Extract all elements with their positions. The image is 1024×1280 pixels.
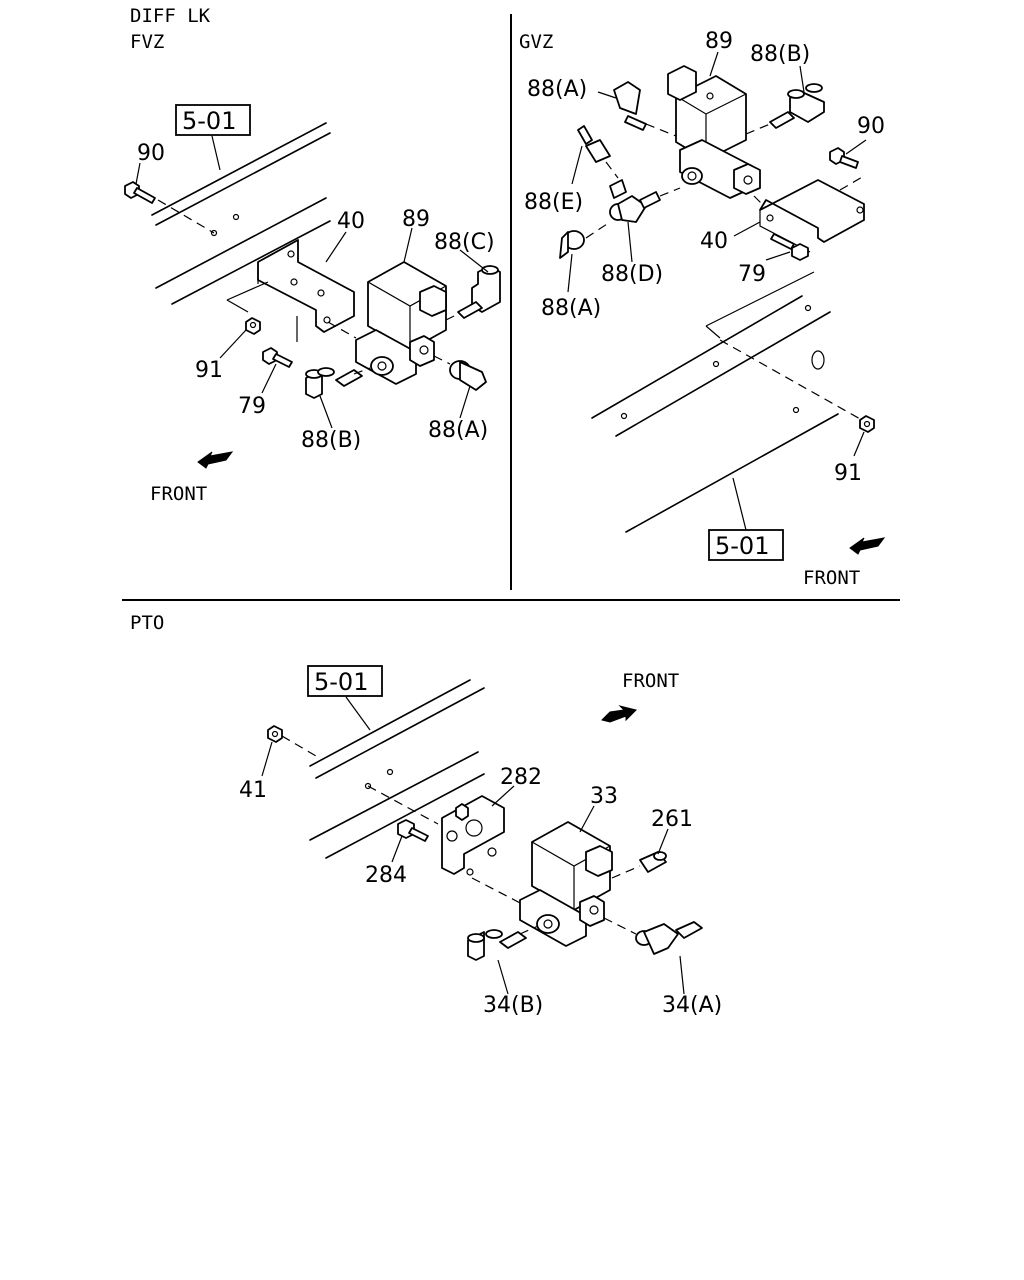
callout-261-pto: 261 xyxy=(651,807,693,832)
fitting-34b-pto xyxy=(467,929,527,961)
front-label-gvz: FRONT xyxy=(803,567,860,589)
svg-text:5-01: 5-01 xyxy=(715,532,769,560)
callout-89-gvz: 89 xyxy=(705,29,733,54)
nut-41-pto xyxy=(267,725,283,743)
callout-88b-fvz: 88(B) xyxy=(301,428,361,453)
callout-34b-pto: 34(B) xyxy=(483,993,543,1018)
callout-88a-fvz: 88(A) xyxy=(428,418,488,443)
svg-text:5-01: 5-01 xyxy=(182,107,236,135)
callout-88b-gvz: 88(B) xyxy=(750,42,810,67)
callout-79-fvz: 79 xyxy=(238,394,266,419)
fitting-34a-pto xyxy=(635,921,703,955)
nut-91-fvz xyxy=(245,317,261,335)
callout-88c-fvz: 88(C) xyxy=(434,230,495,255)
bolt-79-fvz xyxy=(262,347,293,368)
fitting-88d-gvz xyxy=(609,179,661,223)
ref-box-gvz[interactable]: 5-01 xyxy=(708,529,784,561)
frame-rail-gvz xyxy=(591,271,839,533)
callout-284-pto: 284 xyxy=(365,863,407,888)
fitting-88b-gvz xyxy=(769,83,825,129)
frame-rail-pto xyxy=(309,679,485,859)
panel-gvz: 5-01 xyxy=(524,29,886,589)
fitting-261-pto xyxy=(639,851,667,873)
fvz-variant-label: FVZ xyxy=(130,31,164,53)
front-arrow-fvz xyxy=(197,451,234,469)
bolt-90-gvz xyxy=(829,147,859,169)
bolt-79-gvz xyxy=(770,233,809,261)
fitting-88c-fvz xyxy=(457,265,501,319)
callout-41-pto: 41 xyxy=(239,778,267,803)
gvz-variant-label: GVZ xyxy=(519,31,553,53)
callout-88e-gvz: 88(E) xyxy=(524,190,583,215)
bolt-284-pto xyxy=(397,819,429,842)
panel-fvz: 5-01 xyxy=(124,104,501,505)
solenoid-valve-89-fvz xyxy=(355,261,447,385)
diff-lk-title: DIFF LK xyxy=(130,5,211,27)
solenoid-valve-89-gvz xyxy=(667,65,761,199)
solenoid-valve-33-pto xyxy=(519,821,613,947)
callout-89-fvz: 89 xyxy=(402,207,430,232)
callout-40-gvz: 40 xyxy=(700,229,728,254)
callout-33-pto: 33 xyxy=(590,784,618,809)
bolt-90-fvz xyxy=(124,181,156,204)
callout-91-fvz: 91 xyxy=(195,358,223,383)
callout-88d-gvz: 88(D) xyxy=(601,262,663,287)
callout-282-pto: 282 xyxy=(500,765,542,790)
callout-79-gvz: 79 xyxy=(738,262,766,287)
frame-rail-fvz xyxy=(151,122,331,305)
front-label-fvz: FRONT xyxy=(150,483,207,505)
callout-90-gvz: 90 xyxy=(857,114,885,139)
callout-40-fvz: 40 xyxy=(337,209,365,234)
nut-91-gvz xyxy=(859,415,875,433)
callout-88a-gvz-bottom: 88(A) xyxy=(541,296,601,321)
callout-91-gvz: 91 xyxy=(834,461,862,486)
fitting-88a-fvz xyxy=(449,360,487,391)
fitting-88e-gvz xyxy=(577,125,611,163)
fitting-88b-fvz xyxy=(305,367,363,399)
front-arrow-pto xyxy=(601,705,637,723)
bracket-40-fvz xyxy=(257,239,355,333)
svg-text:5-01: 5-01 xyxy=(314,668,368,696)
ref-box-fvz[interactable]: 5-01 xyxy=(175,104,251,136)
callout-88a-gvz-top: 88(A) xyxy=(527,77,587,102)
front-label-pto: FRONT xyxy=(622,670,679,692)
callout-90-fvz: 90 xyxy=(137,141,165,166)
bracket-282-pto xyxy=(441,795,505,876)
fitting-88a-gvz-bottom xyxy=(559,230,585,259)
callout-34a-pto: 34(A) xyxy=(662,993,722,1018)
ref-box-pto[interactable]: 5-01 xyxy=(307,665,383,697)
fitting-88a-gvz-top xyxy=(613,81,647,131)
pto-title: PTO xyxy=(130,612,164,634)
front-arrow-gvz xyxy=(849,537,886,555)
panel-pto: 5-01 xyxy=(239,665,722,1018)
